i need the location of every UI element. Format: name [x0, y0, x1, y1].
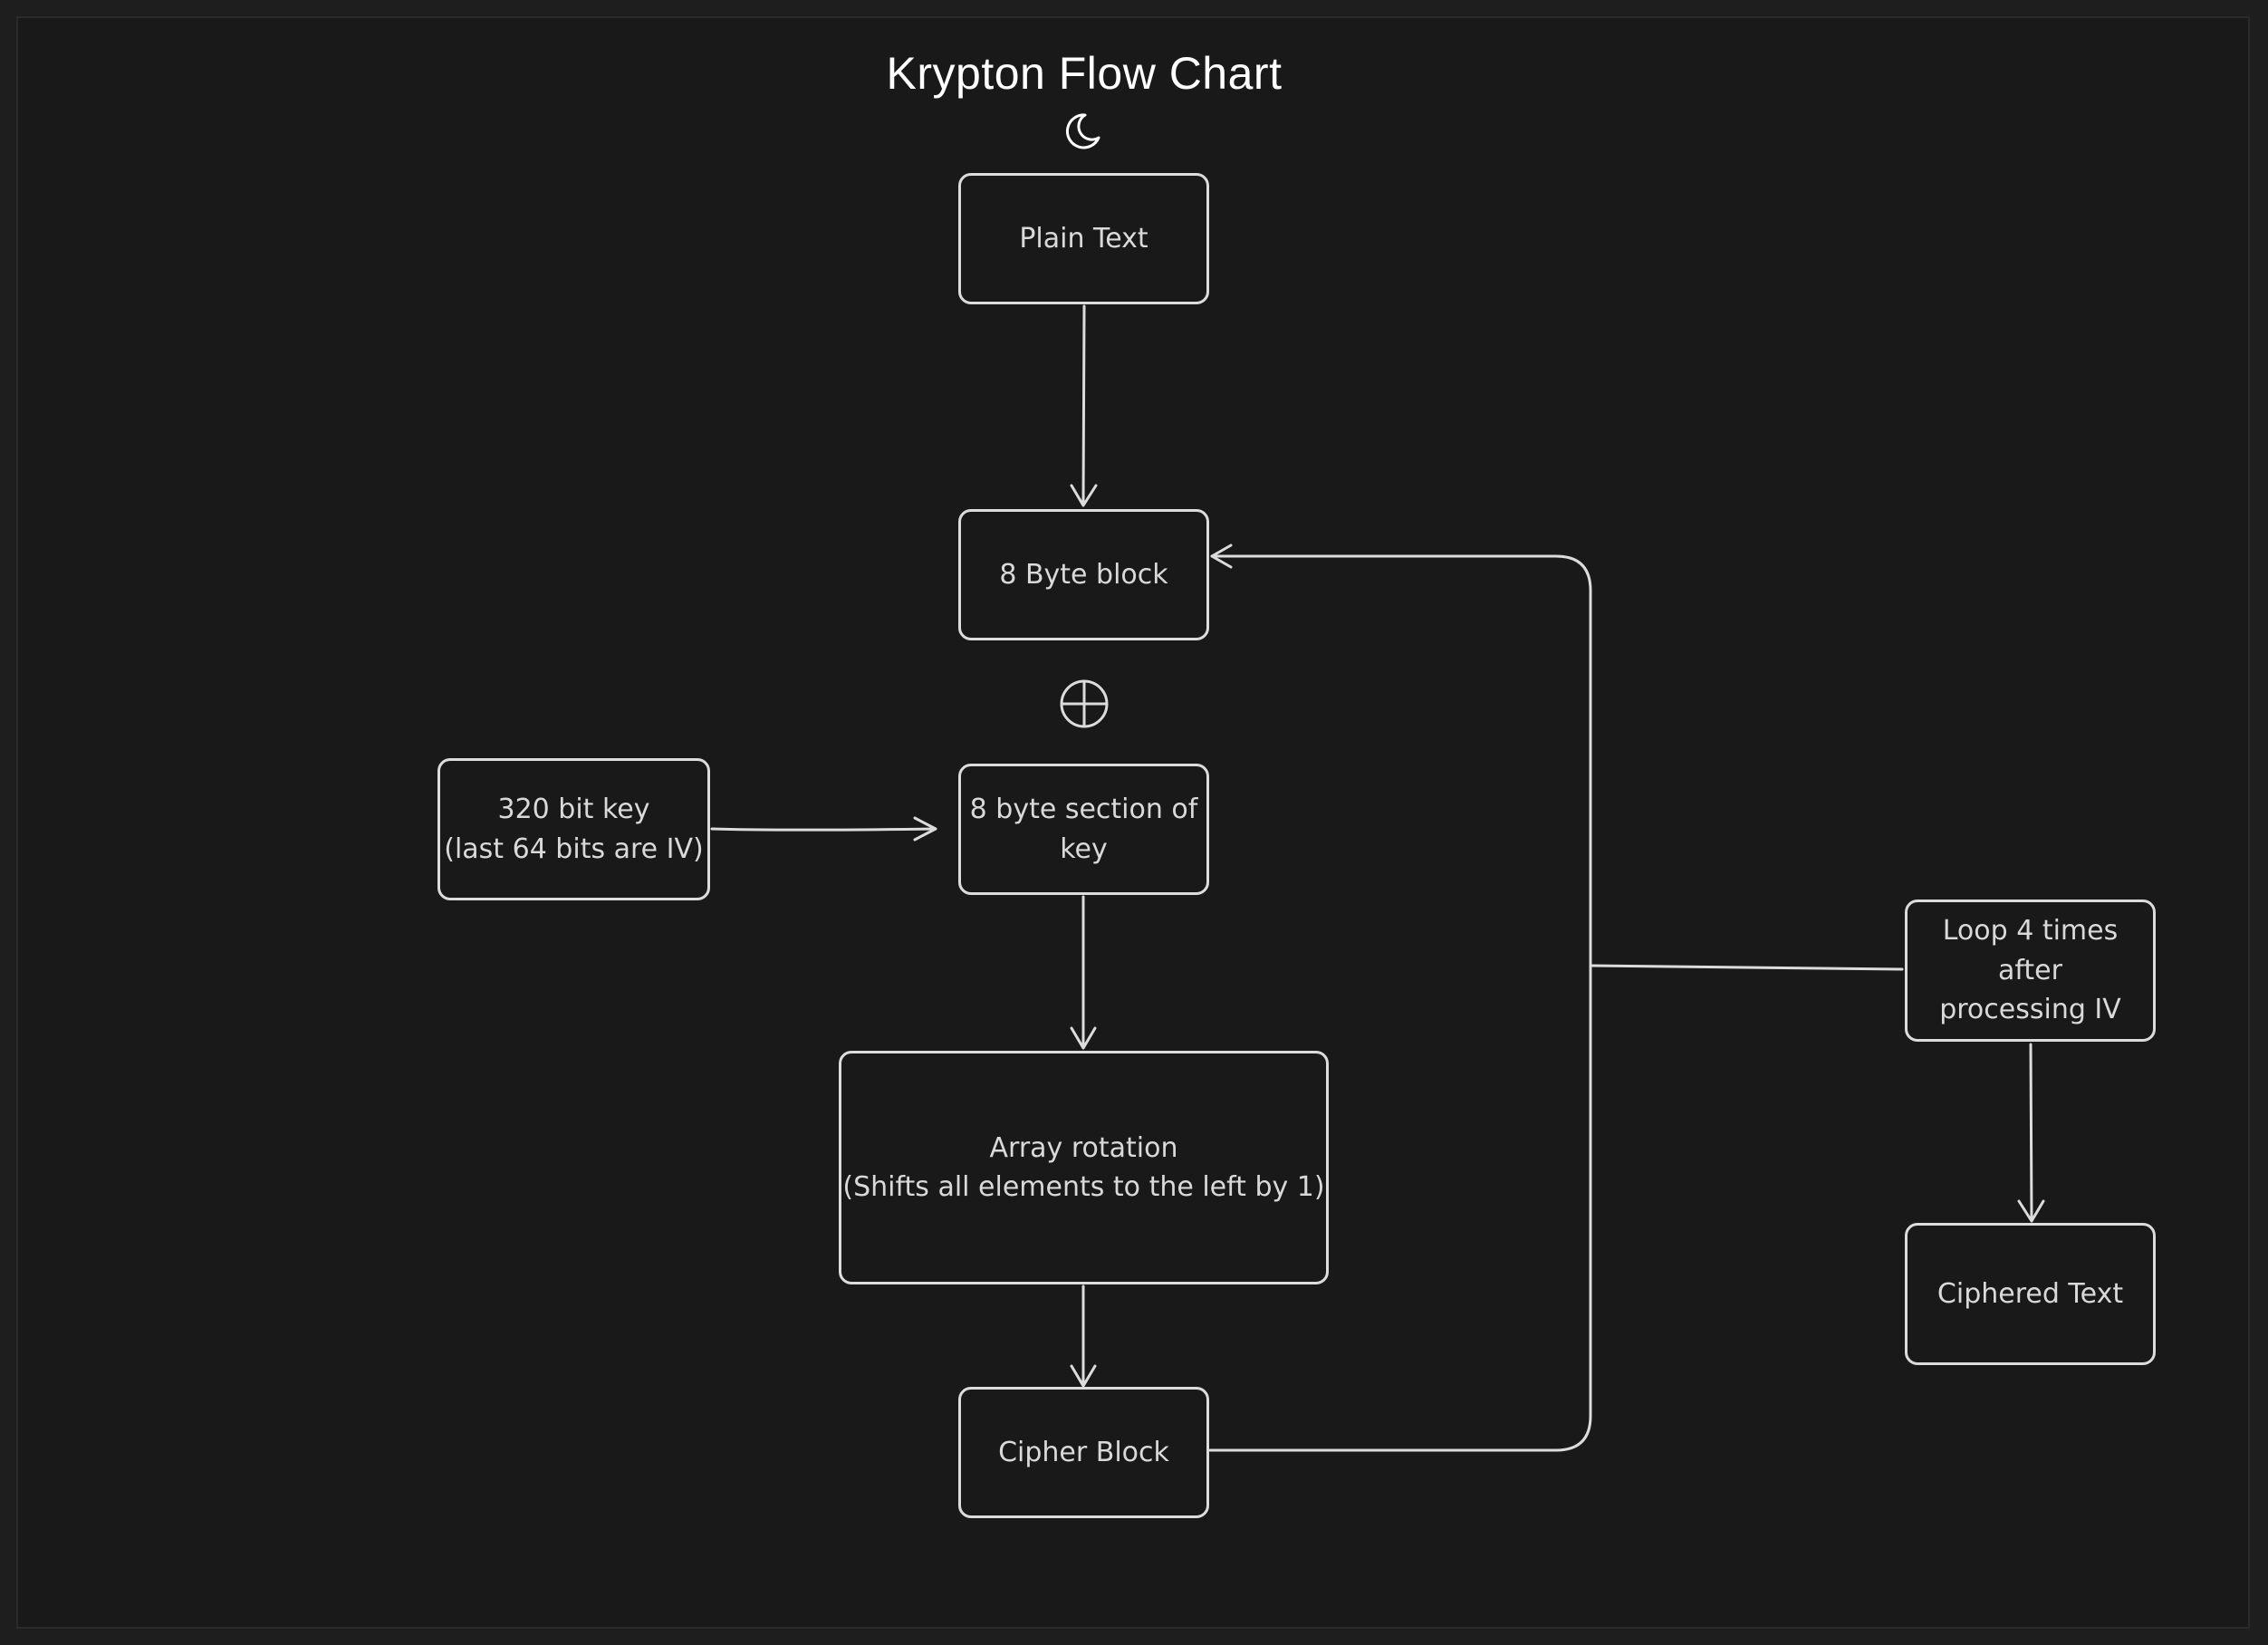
- ciphered-text-node[interactable]: Ciphered Text: [1905, 1223, 2156, 1365]
- canvas-frame: [16, 16, 2250, 1629]
- array-rotation-node[interactable]: Array rotation (Shifts all elements to t…: [839, 1051, 1329, 1284]
- plain-text-node[interactable]: Plain Text: [958, 173, 1209, 304]
- key-section-node[interactable]: 8 byte section of key: [958, 764, 1209, 895]
- diagram-title: Krypton Flow Chart: [886, 48, 1283, 99]
- key-node[interactable]: 320 bit key (last 64 bits are IV): [437, 758, 710, 900]
- moon-icon: [1065, 113, 1100, 149]
- byte-block-node[interactable]: 8 Byte block: [958, 509, 1209, 640]
- xor-icon: [1060, 679, 1109, 728]
- loop-node[interactable]: Loop 4 times after processing IV: [1905, 899, 2156, 1042]
- cipher-block-node[interactable]: Cipher Block: [958, 1387, 1209, 1518]
